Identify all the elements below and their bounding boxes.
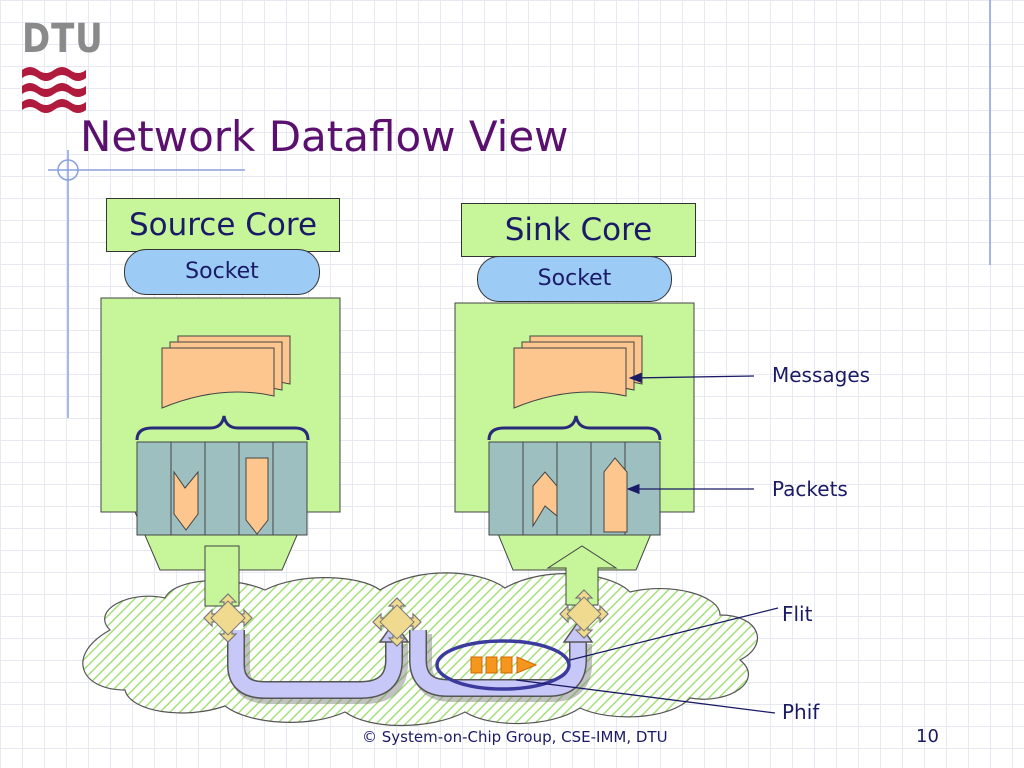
phif-ellipse bbox=[435, 639, 571, 691]
phif-callout-line bbox=[515, 679, 776, 714]
source-packet-long bbox=[245, 457, 269, 535]
sink-input-arrow bbox=[546, 545, 618, 606]
slide-title: Network Dataflow View bbox=[80, 112, 569, 161]
source-core-label: Source Core bbox=[106, 198, 340, 252]
source-socket: Socket bbox=[124, 249, 320, 295]
packets-label: Packets bbox=[772, 477, 848, 501]
source-packet-brace bbox=[135, 415, 310, 441]
source-messages-stack bbox=[161, 335, 291, 409]
sink-socket: Socket bbox=[477, 256, 672, 302]
flit-label: Flit bbox=[782, 602, 813, 626]
dtu-logo-waves-icon bbox=[22, 67, 86, 113]
sink-packet-short bbox=[532, 471, 558, 528]
messages-callout-line bbox=[628, 372, 755, 384]
source-output-link bbox=[204, 545, 240, 607]
dtu-logo-text: DTU bbox=[22, 16, 104, 62]
phif-label: Phif bbox=[782, 700, 820, 724]
sink-messages-stack bbox=[513, 335, 643, 409]
source-packet-short bbox=[173, 470, 199, 531]
flit-train bbox=[470, 656, 538, 674]
sink-packet-brace bbox=[487, 415, 662, 441]
messages-label: Messages bbox=[772, 363, 871, 387]
link-source-to-router bbox=[227, 620, 410, 704]
sink-core-label: Sink Core bbox=[461, 203, 696, 257]
flit-callout-line bbox=[569, 607, 779, 661]
sink-packet-long bbox=[603, 457, 628, 533]
slide-footer: © System-on-Chip Group, CSE-IMM, DTU bbox=[362, 728, 668, 746]
source-packet-buffer bbox=[136, 441, 308, 536]
title-circle-decor bbox=[57, 159, 79, 181]
page-number: 10 bbox=[916, 726, 939, 747]
